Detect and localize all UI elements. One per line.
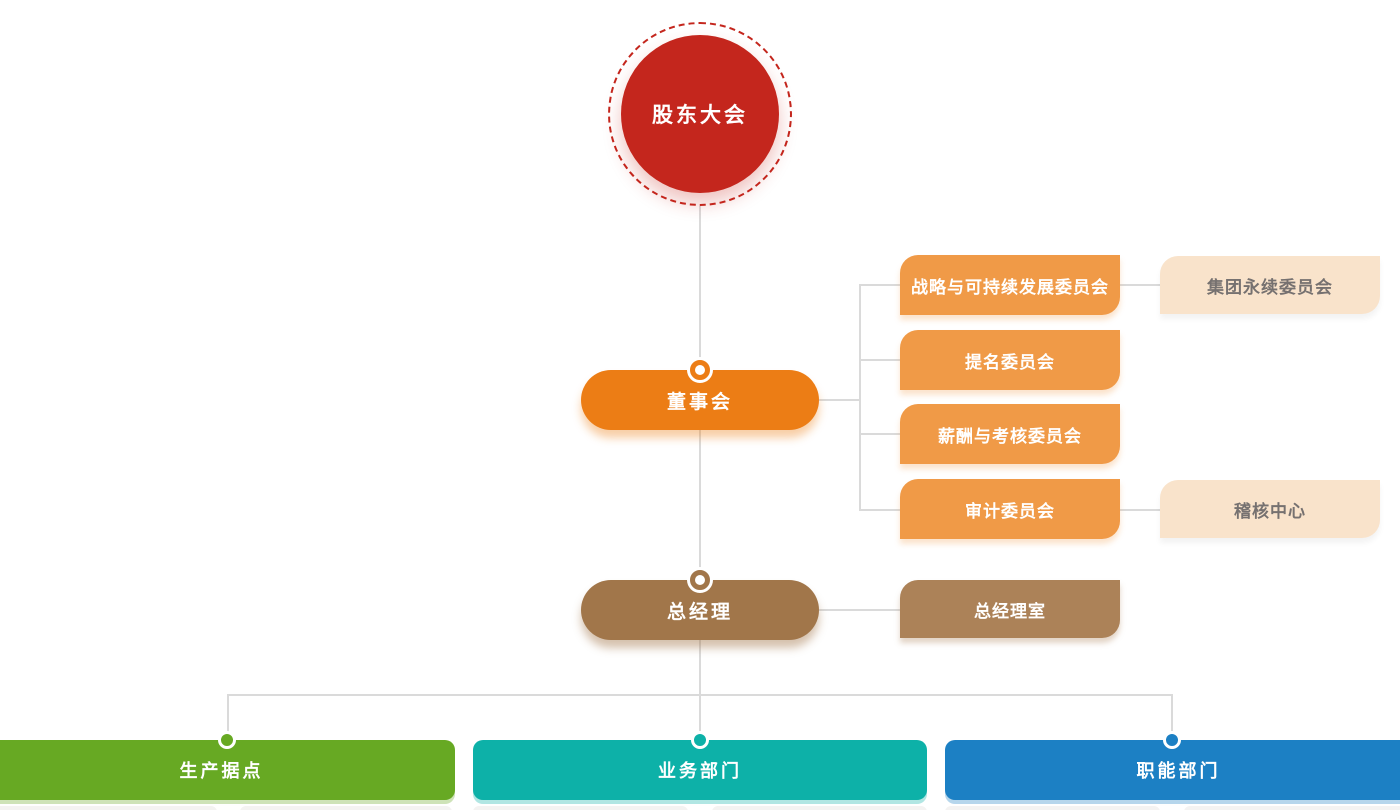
node-audit-center: 稽核中心: [1160, 480, 1380, 538]
node-committee-remuneration: 薪酬与考核委员会: [900, 404, 1120, 464]
board-label: 董事会: [666, 391, 733, 413]
node-business-departments: 业务部门: [473, 740, 927, 800]
functional-departments-label: 职能部门: [1136, 761, 1221, 781]
connector-stub-remuneration: [860, 433, 900, 435]
connector-distributor: [227, 694, 1173, 696]
shareholders-label: 股东大会: [652, 104, 748, 127]
clipped-subunit-box: [240, 806, 452, 810]
clipped-subunit-box: [473, 806, 688, 810]
connector-stub-strategy: [860, 284, 900, 286]
connector-gm-office: [819, 609, 900, 611]
node-shareholders-meeting: 股东大会: [621, 35, 779, 193]
business-junction-dot: [691, 731, 709, 749]
node-functional-departments: 职能部门: [945, 740, 1400, 800]
production-junction-dot: [218, 731, 236, 749]
connector-drop-functional: [1171, 694, 1173, 740]
group-sustainability-label: 集团永续委员会: [1207, 277, 1333, 297]
board-junction-dot: [690, 360, 710, 380]
audit-center-label: 稽核中心: [1234, 501, 1306, 521]
node-group-sustainability-committee: 集团永续委员会: [1160, 256, 1380, 314]
connector-strategy-sub: [1120, 284, 1160, 286]
node-committee-nomination: 提名委员会: [900, 330, 1120, 390]
connector-committee-trunk: [859, 284, 861, 511]
connector-shareholders-board: [699, 206, 701, 370]
node-general-manager: 总经理: [581, 580, 819, 640]
connector-stub-nomination: [860, 359, 900, 361]
business-departments-label: 业务部门: [658, 761, 742, 781]
connector-drop-production: [227, 694, 229, 740]
node-gm-office: 总经理室: [900, 580, 1120, 638]
production-sites-label: 生产据点: [179, 761, 264, 781]
clipped-subunit-box: [945, 806, 1160, 810]
connector-audit-sub: [1120, 509, 1160, 511]
connector-stub-audit: [860, 509, 900, 511]
node-committee-strategy: 战略与可持续发展委员会: [900, 255, 1120, 315]
clipped-subunit-box: [712, 806, 927, 810]
gm-junction-dot: [690, 570, 710, 590]
node-committee-audit: 审计委员会: [900, 479, 1120, 539]
committee-audit-label: 审计委员会: [965, 501, 1055, 521]
connector-board-trunk: [819, 399, 860, 401]
committee-nomination-label: 提名委员会: [965, 352, 1055, 372]
node-board: 董事会: [581, 370, 819, 430]
clipped-subunit-box: [1184, 806, 1400, 810]
general-manager-label: 总经理: [666, 601, 733, 623]
gm-office-label: 总经理室: [974, 601, 1046, 621]
shareholders-dashed-ring: [608, 22, 792, 206]
clipped-subunit-box: [0, 806, 217, 810]
connector-gm-departments: [699, 640, 701, 740]
functional-junction-dot: [1163, 731, 1181, 749]
connector-board-gm: [699, 430, 701, 580]
node-production-sites: 生产据点: [0, 740, 455, 800]
committee-strategy-label: 战略与可持续发展委员会: [911, 277, 1109, 297]
committee-remuneration-label: 薪酬与考核委员会: [938, 426, 1082, 446]
